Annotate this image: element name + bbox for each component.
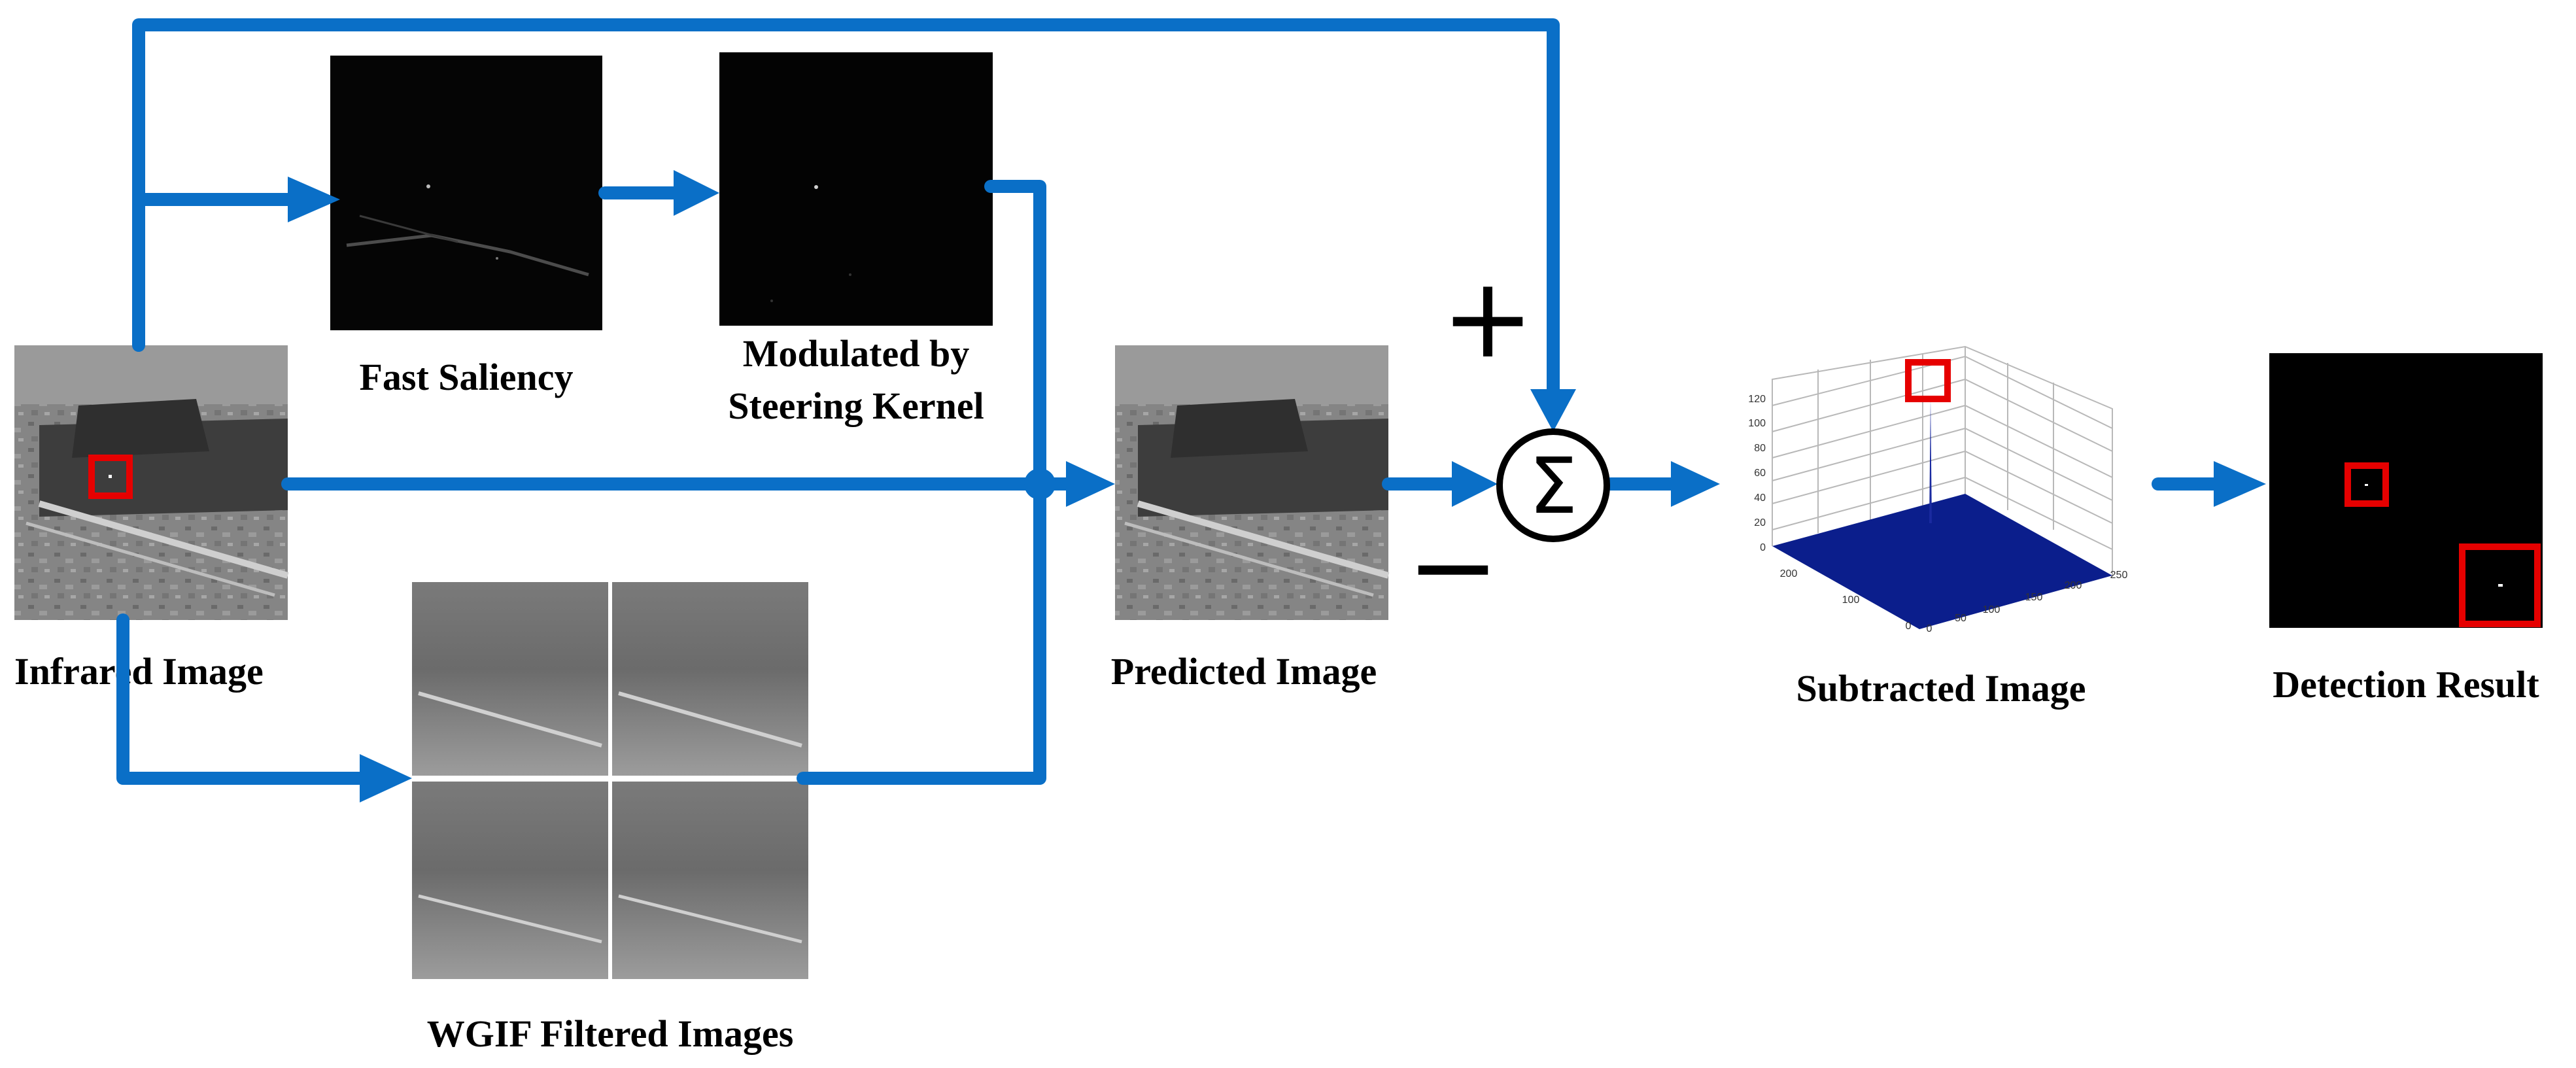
- wgif-image-3: [412, 782, 608, 979]
- detection-label: Detection Result: [2273, 663, 2539, 706]
- subtracted-label: Subtracted Image: [1796, 667, 2086, 710]
- arrow-down-to-sum: [1530, 389, 1576, 432]
- infrared-image-label: Infrared Image: [14, 650, 264, 693]
- modulated-label-line2: Steering Kernel: [728, 385, 984, 427]
- target-marker: [88, 455, 133, 499]
- svg-text:0: 0: [1927, 623, 1932, 634]
- svg-text:120: 120: [1748, 394, 1766, 405]
- left-axis-ticks: 200 100 0: [1780, 568, 1912, 632]
- svg-text:200: 200: [1780, 568, 1798, 579]
- predicted-label: Predicted Image: [1111, 650, 1377, 693]
- modulated-label-line1: Modulated by: [743, 332, 969, 375]
- svg-text:200: 200: [2065, 580, 2082, 591]
- minus-sign: −: [1407, 502, 1500, 632]
- z-axis-ticks: 120 100 80 60 40 20 0: [1748, 394, 1766, 553]
- detection-marker-small: [2344, 462, 2389, 507]
- arrow-to-sum: [1452, 461, 1498, 507]
- svg-text:20: 20: [1754, 517, 1766, 528]
- svg-text:250: 250: [2110, 570, 2128, 581]
- to-wgif-line: [116, 613, 373, 785]
- flow-lines: [116, 18, 2227, 785]
- svg-text:60: 60: [1754, 468, 1766, 479]
- fast-saliency-image: [330, 56, 602, 330]
- junction-dot: [1024, 468, 1056, 500]
- arrow-to-modulated: [674, 170, 719, 216]
- plus-sign: +: [1441, 254, 1534, 383]
- right-axis-ticks: 0 50 100 150 200 250: [1927, 570, 2128, 634]
- flow-arrowheads: [288, 170, 2266, 802]
- svg-text:80: 80: [1754, 443, 1766, 454]
- wgif-image-4: [612, 782, 808, 979]
- detection-marker-zoom: [2459, 543, 2541, 627]
- arrow-to-detection: [2214, 461, 2266, 507]
- wgif-images: [412, 582, 808, 979]
- svg-text:100: 100: [1748, 418, 1766, 429]
- summation-node: Σ: [1496, 428, 1610, 542]
- plot-grid: [1772, 345, 2113, 576]
- plot-surface: [1772, 494, 2112, 629]
- wgif-image-2: [612, 582, 808, 776]
- svg-text:100: 100: [1842, 594, 1860, 606]
- arrow-to-predicted: [1066, 461, 1115, 507]
- svg-text:100: 100: [1983, 604, 2001, 615]
- wgif-image-1: [412, 582, 608, 776]
- arrow-to-wgif: [360, 754, 412, 802]
- top-loop-line: [132, 18, 1560, 402]
- peak-marker: [1905, 359, 1951, 402]
- detection-image: [2269, 353, 2543, 628]
- svg-text:150: 150: [2025, 592, 2043, 603]
- sigma-symbol: Σ: [1529, 441, 1578, 531]
- fast-saliency-label: Fast Saliency: [359, 356, 573, 398]
- svg-text:0: 0: [1906, 621, 1912, 632]
- svg-text:40: 40: [1754, 492, 1766, 504]
- predicted-image: [1115, 345, 1390, 620]
- modulated-image: [719, 52, 993, 326]
- plot-peak: [1929, 399, 1932, 523]
- svg-text:0: 0: [1760, 542, 1766, 553]
- arrow-to-saliency: [288, 177, 340, 222]
- surface-plot: 120 100 80 60 40 20 0 200 100 0 0 50 100…: [1748, 345, 2128, 634]
- svg-text:50: 50: [1955, 613, 1966, 624]
- wgif-label: WGIF Filtered Images: [427, 1012, 794, 1055]
- arrow-to-subtracted: [1671, 461, 1720, 507]
- infrared-image: [14, 345, 289, 620]
